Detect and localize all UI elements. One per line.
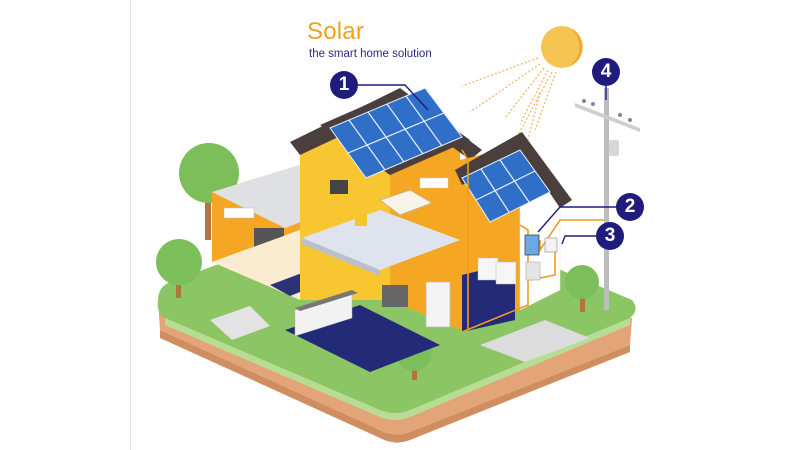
inverter-device [524,234,540,256]
callout-badge-4: 4 [592,58,620,86]
tree-right [565,265,599,312]
stove [382,285,408,307]
solar-panel-array-secondary [461,149,551,223]
left-divider-line [130,0,131,450]
callout-leader-lines [358,84,617,245]
kitchen-counter [294,290,358,337]
tree-small-left [156,239,202,298]
breaker-box [525,261,541,281]
sunlight-rays [461,57,557,151]
entry-steps [210,306,270,340]
tree-large-left [179,143,239,240]
utility-pole [575,88,640,310]
callout-badge-2: 2 [616,193,644,221]
callout-badge-1: 1 [330,71,358,99]
washing-machines [477,257,517,285]
callout-badge-3: 3 [596,222,624,250]
page-title: Solar [307,18,365,45]
page-subtitle: the smart home solution [309,48,432,60]
sun-icon [541,26,583,68]
solar-panel-array-main [329,87,463,179]
refrigerator [425,281,451,328]
meter-device [544,237,558,253]
